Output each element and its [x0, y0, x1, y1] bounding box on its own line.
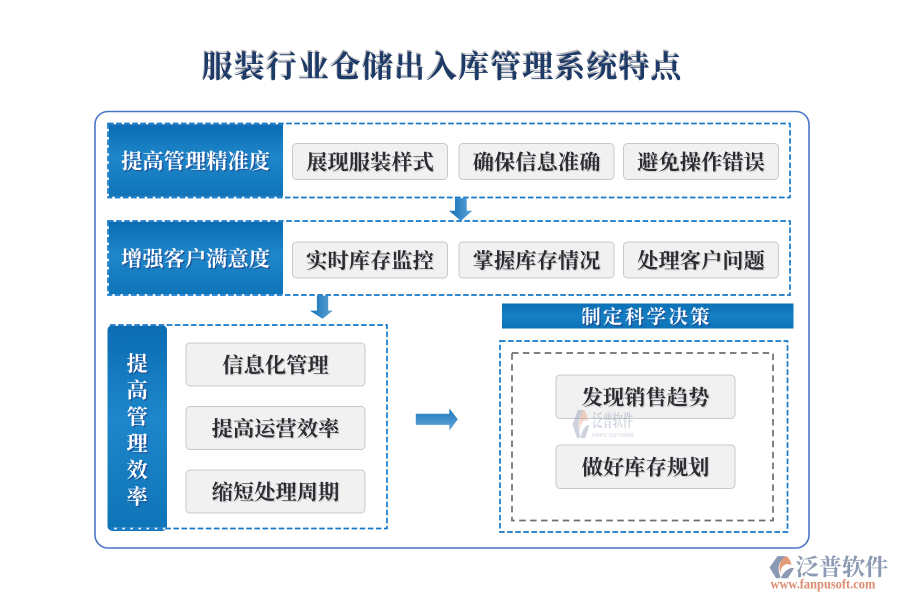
svg-text:www.fanpusoft.com: www.fanpusoft.com — [771, 577, 876, 592]
svg-text:FANPU SOFTWARE: FANPU SOFTWARE — [592, 433, 635, 439]
